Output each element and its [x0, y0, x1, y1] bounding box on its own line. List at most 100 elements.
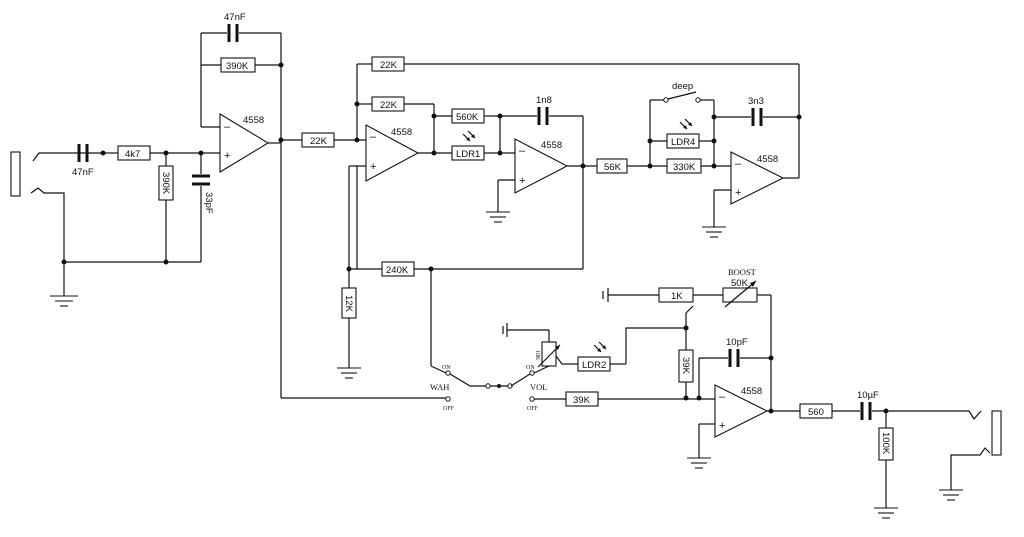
- opamp-2-label: 4558: [391, 127, 412, 138]
- resistor-330k-label: 330K: [673, 162, 696, 173]
- resistor-12k: 12K: [341, 269, 357, 368]
- output-capacitor: 10µF: [857, 390, 969, 420]
- opamp-5-label: 4558: [741, 386, 762, 397]
- junction-dot: [796, 114, 802, 120]
- resistor-22k-b: 22K: [357, 96, 434, 112]
- resistor-39k-vertical-label: 39K: [680, 357, 691, 375]
- junction-dot: [711, 138, 717, 144]
- resistor-330k: 330K: [666, 158, 731, 174]
- ground-symbol: [874, 507, 898, 519]
- junction-dot: [696, 395, 702, 401]
- resistor-100k: 100K: [878, 411, 894, 508]
- pot-10k-label: 10K: [534, 350, 540, 361]
- opamp-4-plus: +: [735, 187, 741, 199]
- pot-boost: 50K BOOST: [722, 267, 771, 308]
- resistor-240k-label: 240K: [386, 265, 409, 276]
- resistor-560k-label: 560K: [456, 112, 479, 123]
- input-capacitor: 47nF: [72, 144, 94, 178]
- ldr-2: LDR2: [562, 341, 626, 372]
- ldr-1: LDR1: [451, 130, 500, 161]
- junction-dot: [580, 163, 586, 169]
- opamp-2: – + 4558: [365, 124, 420, 182]
- junction-dot: [163, 259, 169, 265]
- vol-off-label: OFF: [527, 406, 539, 412]
- wah-on-label: ON: [442, 365, 451, 371]
- junction-dot: [278, 62, 284, 68]
- opamp-1-plus: +: [224, 150, 230, 162]
- resistor-22k-a: 22K: [281, 132, 366, 148]
- ldr-4-label: LDR4: [671, 137, 695, 148]
- junction-dot: [683, 395, 689, 401]
- opamp-1-minus: –: [224, 121, 231, 133]
- wah-off-label: OFF: [443, 406, 455, 412]
- input-capacitor-label: 47nF: [72, 167, 94, 178]
- resistor-22k-a-label: 22K: [310, 136, 328, 147]
- opamp-2-minus: –: [370, 131, 377, 143]
- junction-dot: [711, 114, 717, 120]
- input-resistor: 4k7: [103, 145, 220, 161]
- bias-capacitor-label: 33pF: [203, 192, 214, 214]
- vol-label: VOL: [530, 382, 547, 392]
- ground-symbol: [50, 262, 78, 307]
- junction-dot: [431, 150, 437, 156]
- bias-resistor-label: 390K: [160, 172, 171, 195]
- junction-dot: [683, 325, 689, 331]
- resistor-22k-b-label: 22K: [380, 100, 398, 111]
- ground-symbol: [939, 489, 963, 501]
- resistor-56k: 56K: [596, 158, 667, 174]
- ground-symbol: [486, 211, 510, 223]
- opamp-4-label: 4558: [757, 154, 778, 165]
- resistor-240k: 240K: [349, 261, 583, 277]
- junction-dot: [647, 138, 653, 144]
- resistor-560k: 560K: [434, 108, 500, 124]
- ground-symbol: [337, 367, 361, 379]
- opamp-2-plus: +: [370, 161, 376, 173]
- feedback-resistor-1: 390K: [201, 57, 281, 73]
- resistor-560: 560: [799, 403, 860, 419]
- resistor-39k-horizontal-label: 39K: [573, 395, 591, 406]
- wah-label: WAH: [430, 382, 449, 392]
- ground-symbol: [687, 457, 711, 469]
- capacitor-10pf: 10pF: [699, 337, 771, 367]
- deep-switch[interactable]: [650, 91, 714, 103]
- resistor-22k-top-label: 22K: [380, 60, 398, 71]
- wah-switch[interactable]: ON WAH OFF: [281, 365, 471, 412]
- output-capacitor-label: 10µF: [857, 390, 879, 401]
- ldr-1-label: LDR1: [456, 149, 480, 160]
- input-resistor-label: 4k7: [125, 149, 140, 160]
- opamp-3: – + 4558: [514, 138, 569, 194]
- capacitor-1n8-label: 1n8: [536, 95, 552, 106]
- switch-contact: [485, 383, 491, 389]
- bias-resistor: 390K: [158, 153, 174, 262]
- input-jack: [10, 151, 103, 262]
- opamp-1: – + 4558: [219, 113, 270, 173]
- pot-10k: 10K: [502, 323, 563, 368]
- resistor-560-label: 560: [808, 407, 824, 418]
- switch-contact: [507, 383, 513, 389]
- capacitor-1n8: 1n8: [500, 95, 583, 125]
- junction-dot: [768, 408, 774, 414]
- capacitor-3n3-label: 3n3: [748, 96, 764, 107]
- ldr-2-label: LDR2: [582, 360, 606, 371]
- capacitor-3n3: 3n3: [714, 96, 799, 126]
- junction-dot: [354, 101, 360, 107]
- vol-switch[interactable]: ON VOL OFF: [510, 365, 547, 412]
- opamp-3-label: 4558: [541, 140, 562, 151]
- ground-symbol: [702, 226, 726, 238]
- resistor-22k-top: 22K: [357, 56, 799, 72]
- opamp-4-minus: –: [735, 158, 742, 170]
- feedback-resistor-1-label: 390K: [226, 61, 249, 72]
- opamp-1-label: 4558: [243, 115, 264, 126]
- resistor-56k-label: 56K: [604, 162, 622, 173]
- junction-dot: [497, 384, 501, 388]
- opamp-5-minus: –: [719, 391, 726, 403]
- resistor-39k-horizontal: 39K: [534, 391, 715, 407]
- ldr-4: LDR4: [650, 118, 714, 149]
- deep-switch-text: deep: [672, 81, 693, 92]
- feedback-capacitor-1-label: 47nF: [224, 12, 246, 23]
- opamp-5: – + 4558: [714, 384, 769, 438]
- vol-on-label: ON: [526, 365, 535, 371]
- capacitor-10pf-label: 10pF: [726, 337, 748, 348]
- junction-dot: [768, 355, 774, 361]
